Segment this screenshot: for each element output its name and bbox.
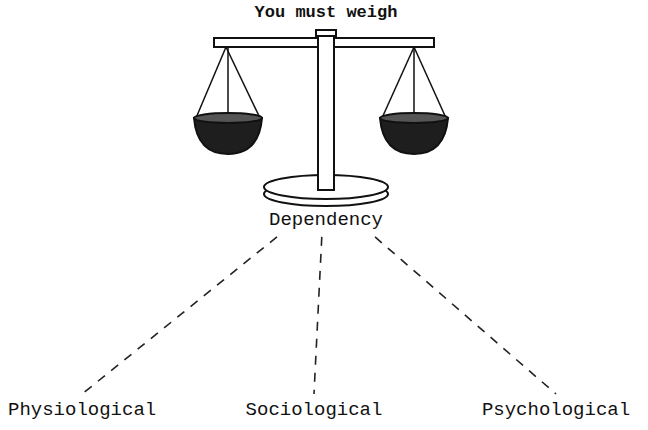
branch-term: Physiological <box>4 398 160 423</box>
dashed-connector <box>375 237 556 394</box>
term-label: Dependency <box>269 210 383 231</box>
branch-term: Sociological <box>242 398 387 423</box>
term-label: Sociological <box>246 400 383 421</box>
dashed-connector <box>314 237 322 394</box>
term-label: Psychological <box>482 400 630 421</box>
term-label: Physiological <box>8 400 156 421</box>
dashed-connector <box>82 237 277 394</box>
root-term: Dependency <box>265 208 387 233</box>
heading: You must weigh <box>255 4 398 23</box>
branch-term: Psychological <box>478 398 634 423</box>
